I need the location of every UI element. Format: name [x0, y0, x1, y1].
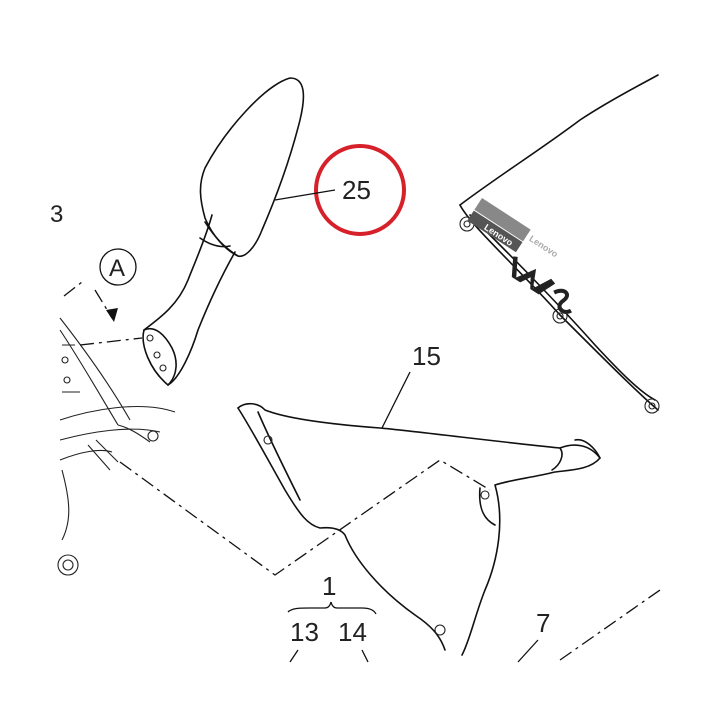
mirror-part-25	[142, 77, 305, 386]
callout-13: 13	[290, 617, 319, 647]
view-a-circle	[99, 248, 137, 286]
callout-7: 7	[536, 608, 550, 638]
assembly-bracket-1: 1 13 14	[287, 571, 377, 663]
frame-bracket	[57, 317, 176, 576]
callout-3: 3	[50, 201, 63, 228]
callout-15: 15	[412, 341, 441, 371]
inner-fairing-part-15	[237, 402, 601, 656]
fairing-panel: Lenovo Lenovo	[459, 74, 660, 414]
callout-1: 1	[322, 571, 336, 601]
highlight-ring	[314, 144, 406, 236]
decal-brand-2: Lenovo	[527, 233, 560, 259]
callout-25: 25	[342, 175, 371, 205]
view-a-label: A	[109, 255, 125, 282]
callout-14: 14	[338, 617, 367, 647]
